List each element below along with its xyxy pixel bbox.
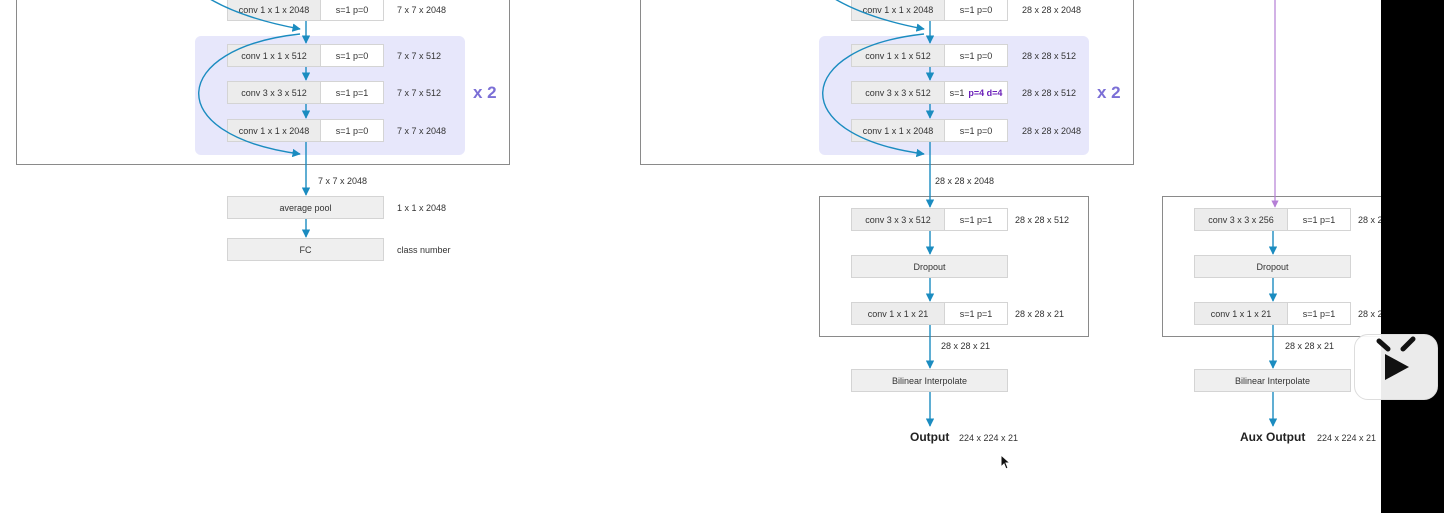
left-block-conv1-params: s=1 p=0 [320,45,383,66]
left-average-pool-dim: 1 x 1 x 2048 [397,203,447,213]
right-head-conv1-box: conv 3 x 3 x 256 s=1 p=1 [1194,208,1351,231]
middle-dilation-highlight-params: p=4 d=4 [968,87,1003,98]
left-block-conv2-dim: 7 x 7 x 512 [397,88,442,98]
right-head-out-dim: 28 x 28 x 21 [1285,341,1335,351]
middle-top-conv-params: s=1 p=0 [944,0,1007,20]
right-head-conv1-params: s=1 p=1 [1287,209,1350,230]
left-top-conv-op: conv 1 x 1 x 2048 [228,0,320,20]
middle-top-conv-op: conv 1 x 1 x 2048 [852,0,944,20]
left-fc-dim: class number [397,245,451,255]
middle-after-dim: 28 x 28 x 2048 [935,176,995,186]
middle-head-conv1-params: s=1 p=1 [944,209,1007,230]
middle-block-conv2-op: conv 3 x 3 x 512 [852,82,944,103]
left-block-conv3-params: s=1 p=0 [320,120,383,141]
right-aux-output-label: Aux Output [1240,430,1306,444]
left-block-conv1-op: conv 1 x 1 x 512 [228,45,320,66]
middle-head-frame [819,196,1089,337]
left-block-conv1-dim: 7 x 7 x 512 [397,51,442,61]
middle-block-conv2-params: s=1 p=4 d=4 [944,82,1007,103]
middle-output-label: Output [910,430,950,444]
right-head-conv2-params: s=1 p=1 [1287,303,1350,324]
left-skip-curve-top [210,0,301,32]
left-block-conv2-op: conv 3 x 3 x 512 [228,82,320,103]
right-head-conv2-dim: 28 x 2 [1358,309,1383,319]
left-top-conv-box: conv 1 x 1 x 2048 s=1 p=0 [227,0,384,21]
middle-head-conv1-op: conv 3 x 3 x 512 [852,209,944,230]
middle-repeat-label: x 2 [1097,83,1121,102]
right-head-conv2-op: conv 1 x 1 x 21 [1195,303,1287,324]
middle-output-dim: 224 x 224 x 21 [959,433,1019,443]
left-block-conv3-dim: 7 x 7 x 2048 [397,126,447,136]
middle-block-conv1-box: conv 1 x 1 x 512 s=1 p=0 [851,44,1008,67]
left-average-pool-box: average pool [227,196,384,219]
left-block-conv1-box: conv 1 x 1 x 512 s=1 p=0 [227,44,384,67]
middle-head-conv1-box: conv 3 x 3 x 512 s=1 p=1 [851,208,1008,231]
middle-block-conv1-dim: 28 x 28 x 512 [1022,51,1077,61]
middle-block-conv3-box: conv 1 x 1 x 2048 s=1 p=0 [851,119,1008,142]
left-block-conv2-params: s=1 p=1 [320,82,383,103]
middle-block-conv2-box: conv 3 x 3 x 512 s=1 p=4 d=4 [851,81,1008,104]
right-head-conv1-op: conv 3 x 3 x 256 [1195,209,1287,230]
middle-skip-curve-top [835,0,925,32]
middle-head-conv2-box: conv 1 x 1 x 21 s=1 p=1 [851,302,1008,325]
right-bilinear-interpolate-box: Bilinear Interpolate [1194,369,1351,392]
left-after-dim: 7 x 7 x 2048 [318,176,368,186]
middle-block-conv3-dim: 28 x 28 x 2048 [1022,126,1082,136]
middle-top-conv-dim: 28 x 28 x 2048 [1022,5,1082,15]
left-repeat-label: x 2 [473,83,497,102]
right-head-conv1-dim: 28 x 2 [1358,215,1383,225]
left-block-conv3-box: conv 1 x 1 x 2048 s=1 p=0 [227,119,384,142]
middle-head-conv2-dim: 28 x 28 x 21 [1015,309,1065,319]
right-head-conv2-box: conv 1 x 1 x 21 s=1 p=1 [1194,302,1351,325]
middle-bilinear-interpolate-box: Bilinear Interpolate [851,369,1008,392]
middle-block-conv3-params: s=1 p=0 [944,120,1007,141]
left-block-conv3-op: conv 1 x 1 x 2048 [228,120,320,141]
middle-top-conv-box: conv 1 x 1 x 2048 s=1 p=0 [851,0,1008,21]
middle-block-conv3-op: conv 1 x 1 x 2048 [852,120,944,141]
left-fc-box: FC [227,238,384,261]
middle-dropout-box: Dropout [851,255,1008,278]
left-outer-frame [16,0,510,165]
right-aux-output-dim: 224 x 224 x 21 [1317,433,1377,443]
middle-head-conv1-dim: 28 x 28 x 512 [1015,215,1070,225]
middle-head-conv2-params: s=1 p=1 [944,303,1007,324]
left-skip-curve-big [198,33,301,158]
left-top-conv-dim: 7 x 7 x 2048 [397,5,447,15]
right-dropout-box: Dropout [1194,255,1351,278]
middle-head-out-dim: 28 x 28 x 21 [941,341,991,351]
left-block-conv2-box: conv 3 x 3 x 512 s=1 p=1 [227,81,384,104]
mouse-cursor-icon [1000,453,1012,475]
bilibili-play-icon[interactable] [1354,334,1438,400]
middle-skip-curve-big [822,33,925,158]
middle-block-conv2-dim: 28 x 28 x 512 [1022,88,1077,98]
middle-block-conv1-op: conv 1 x 1 x 512 [852,45,944,66]
middle-head-conv2-op: conv 1 x 1 x 21 [852,303,944,324]
middle-outer-frame [640,0,1134,165]
video-player-side-panel [1381,0,1444,513]
middle-block-conv1-params: s=1 p=0 [944,45,1007,66]
middle-dilation-plain-params: s=1 [949,87,965,98]
left-top-conv-params: s=1 p=0 [320,0,383,20]
